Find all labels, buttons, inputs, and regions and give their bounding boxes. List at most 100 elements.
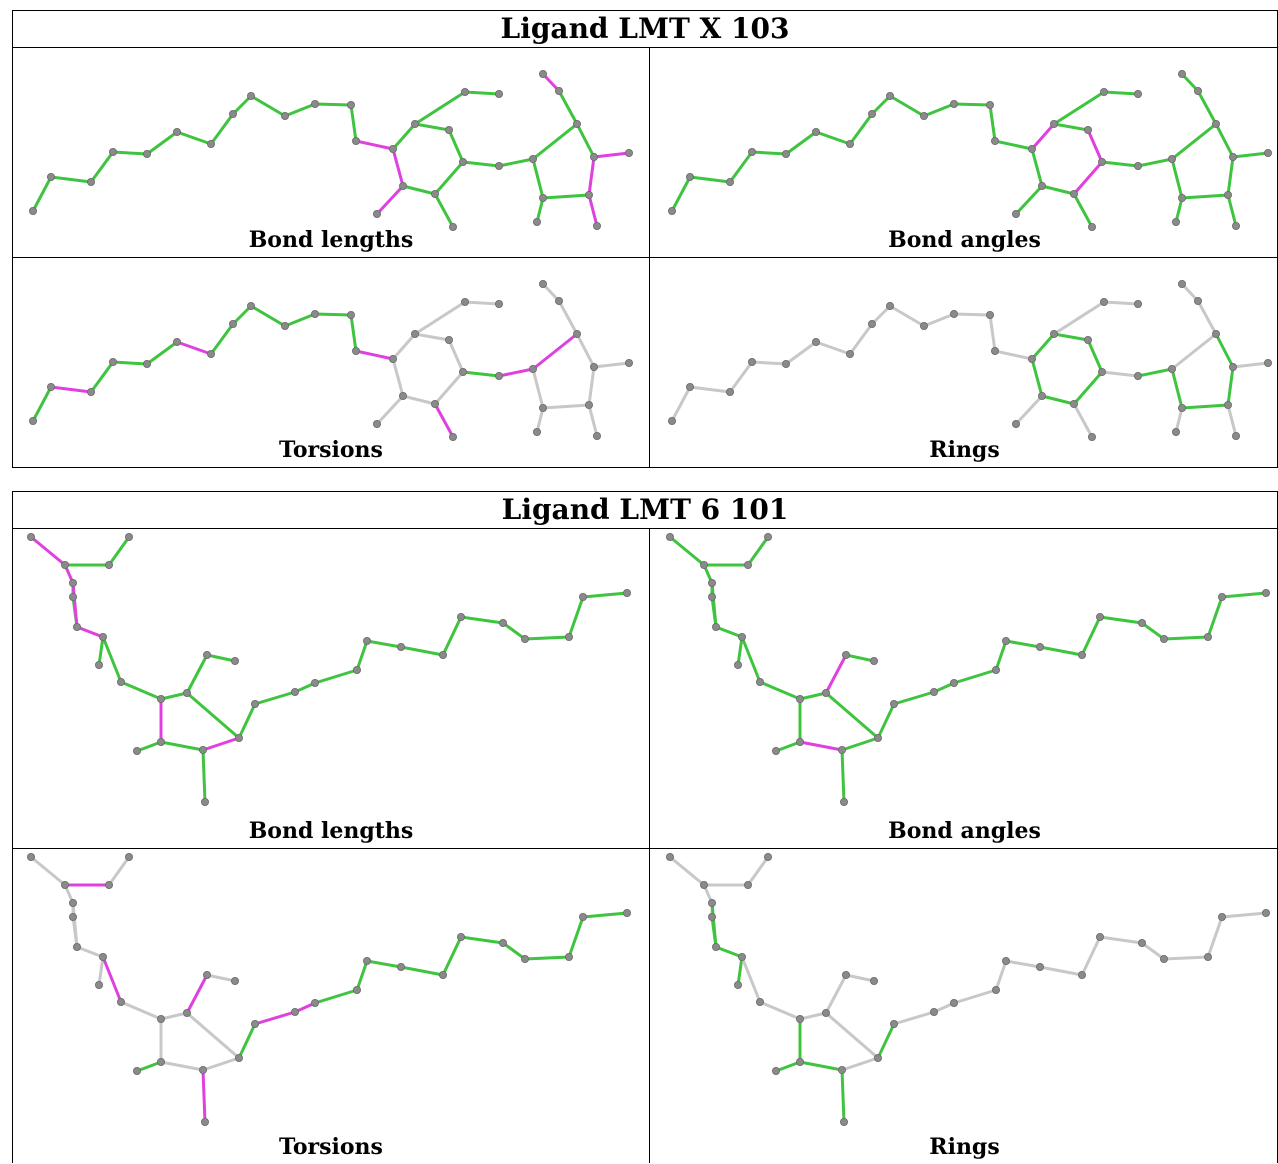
bond <box>375 394 405 426</box>
bond <box>365 639 403 649</box>
bonds-group <box>31 72 631 229</box>
atom <box>250 699 259 708</box>
atom <box>1001 957 1010 966</box>
bond <box>587 365 596 407</box>
bond <box>740 955 762 1004</box>
bond <box>952 102 992 107</box>
panel-torsions: Torsions <box>13 258 649 467</box>
bond <box>447 338 465 374</box>
bond <box>575 122 596 159</box>
atom <box>246 302 255 311</box>
bond <box>1206 595 1224 639</box>
bond <box>1052 332 1090 342</box>
bond <box>844 653 876 663</box>
atom <box>125 533 134 541</box>
bond <box>710 901 718 949</box>
bond <box>728 360 754 394</box>
atom <box>1037 181 1046 190</box>
bond <box>1231 151 1270 159</box>
bonds-group <box>29 535 629 804</box>
atom <box>579 913 588 922</box>
atom <box>795 1057 804 1066</box>
bond <box>798 1060 844 1072</box>
atom <box>579 593 588 602</box>
bond <box>159 1060 205 1072</box>
atom <box>1099 88 1108 97</box>
molecule-diagram <box>28 69 634 231</box>
atom <box>811 338 820 347</box>
bond <box>89 150 115 184</box>
atom <box>726 387 735 396</box>
bond <box>433 160 465 196</box>
atom <box>280 322 289 331</box>
bond <box>824 973 848 1015</box>
bond <box>988 313 997 353</box>
atom <box>625 359 634 368</box>
atom <box>1097 368 1106 377</box>
atom <box>841 971 850 980</box>
bond <box>587 155 596 197</box>
bond <box>159 691 189 701</box>
bond <box>391 357 405 398</box>
atom <box>712 623 721 632</box>
atom <box>795 694 804 703</box>
bond <box>688 175 732 184</box>
bond <box>283 102 317 118</box>
atom <box>1194 297 1203 306</box>
atom <box>1224 190 1233 199</box>
bond <box>31 175 53 213</box>
bond <box>97 955 105 987</box>
bond <box>710 581 718 629</box>
bond <box>535 406 545 434</box>
atom <box>198 745 207 754</box>
atom <box>494 300 503 309</box>
bond <box>1174 196 1184 224</box>
atom <box>667 416 676 425</box>
bond <box>413 332 451 342</box>
atom <box>456 933 465 942</box>
bond <box>557 299 579 336</box>
atoms-group <box>665 853 1271 1126</box>
atom <box>1204 953 1213 962</box>
atom <box>593 431 602 440</box>
atom <box>1168 155 1177 164</box>
atom <box>351 347 360 356</box>
bond <box>461 160 501 168</box>
atom <box>1137 619 1146 628</box>
bond <box>952 988 998 1005</box>
atom <box>712 943 721 952</box>
panel-bond-angles: Bond angles <box>650 529 1278 848</box>
atom <box>839 797 848 806</box>
bond <box>1030 122 1056 151</box>
atom <box>362 957 371 966</box>
bond <box>1004 639 1042 649</box>
bond <box>253 1010 297 1026</box>
atom <box>520 635 529 644</box>
atom <box>837 745 846 754</box>
atom <box>520 955 529 964</box>
bond <box>1072 370 1104 406</box>
atom <box>346 311 355 320</box>
bond <box>531 332 579 371</box>
bond <box>201 1056 241 1072</box>
molecule-diagram <box>28 279 634 441</box>
bond <box>844 973 876 983</box>
bond <box>107 535 131 567</box>
atom <box>585 400 594 409</box>
atom <box>228 320 237 329</box>
bond <box>758 1000 802 1021</box>
bond <box>1196 299 1218 336</box>
bond <box>441 935 463 977</box>
bond <box>994 959 1008 992</box>
atom <box>885 302 894 311</box>
atom <box>73 943 82 952</box>
bond <box>740 635 762 684</box>
bond <box>575 332 596 369</box>
atom <box>26 853 35 861</box>
atom <box>1087 222 1096 231</box>
bond <box>736 635 744 667</box>
atom <box>748 358 757 367</box>
atom <box>398 391 407 400</box>
atom <box>109 358 118 367</box>
bond <box>107 855 131 887</box>
